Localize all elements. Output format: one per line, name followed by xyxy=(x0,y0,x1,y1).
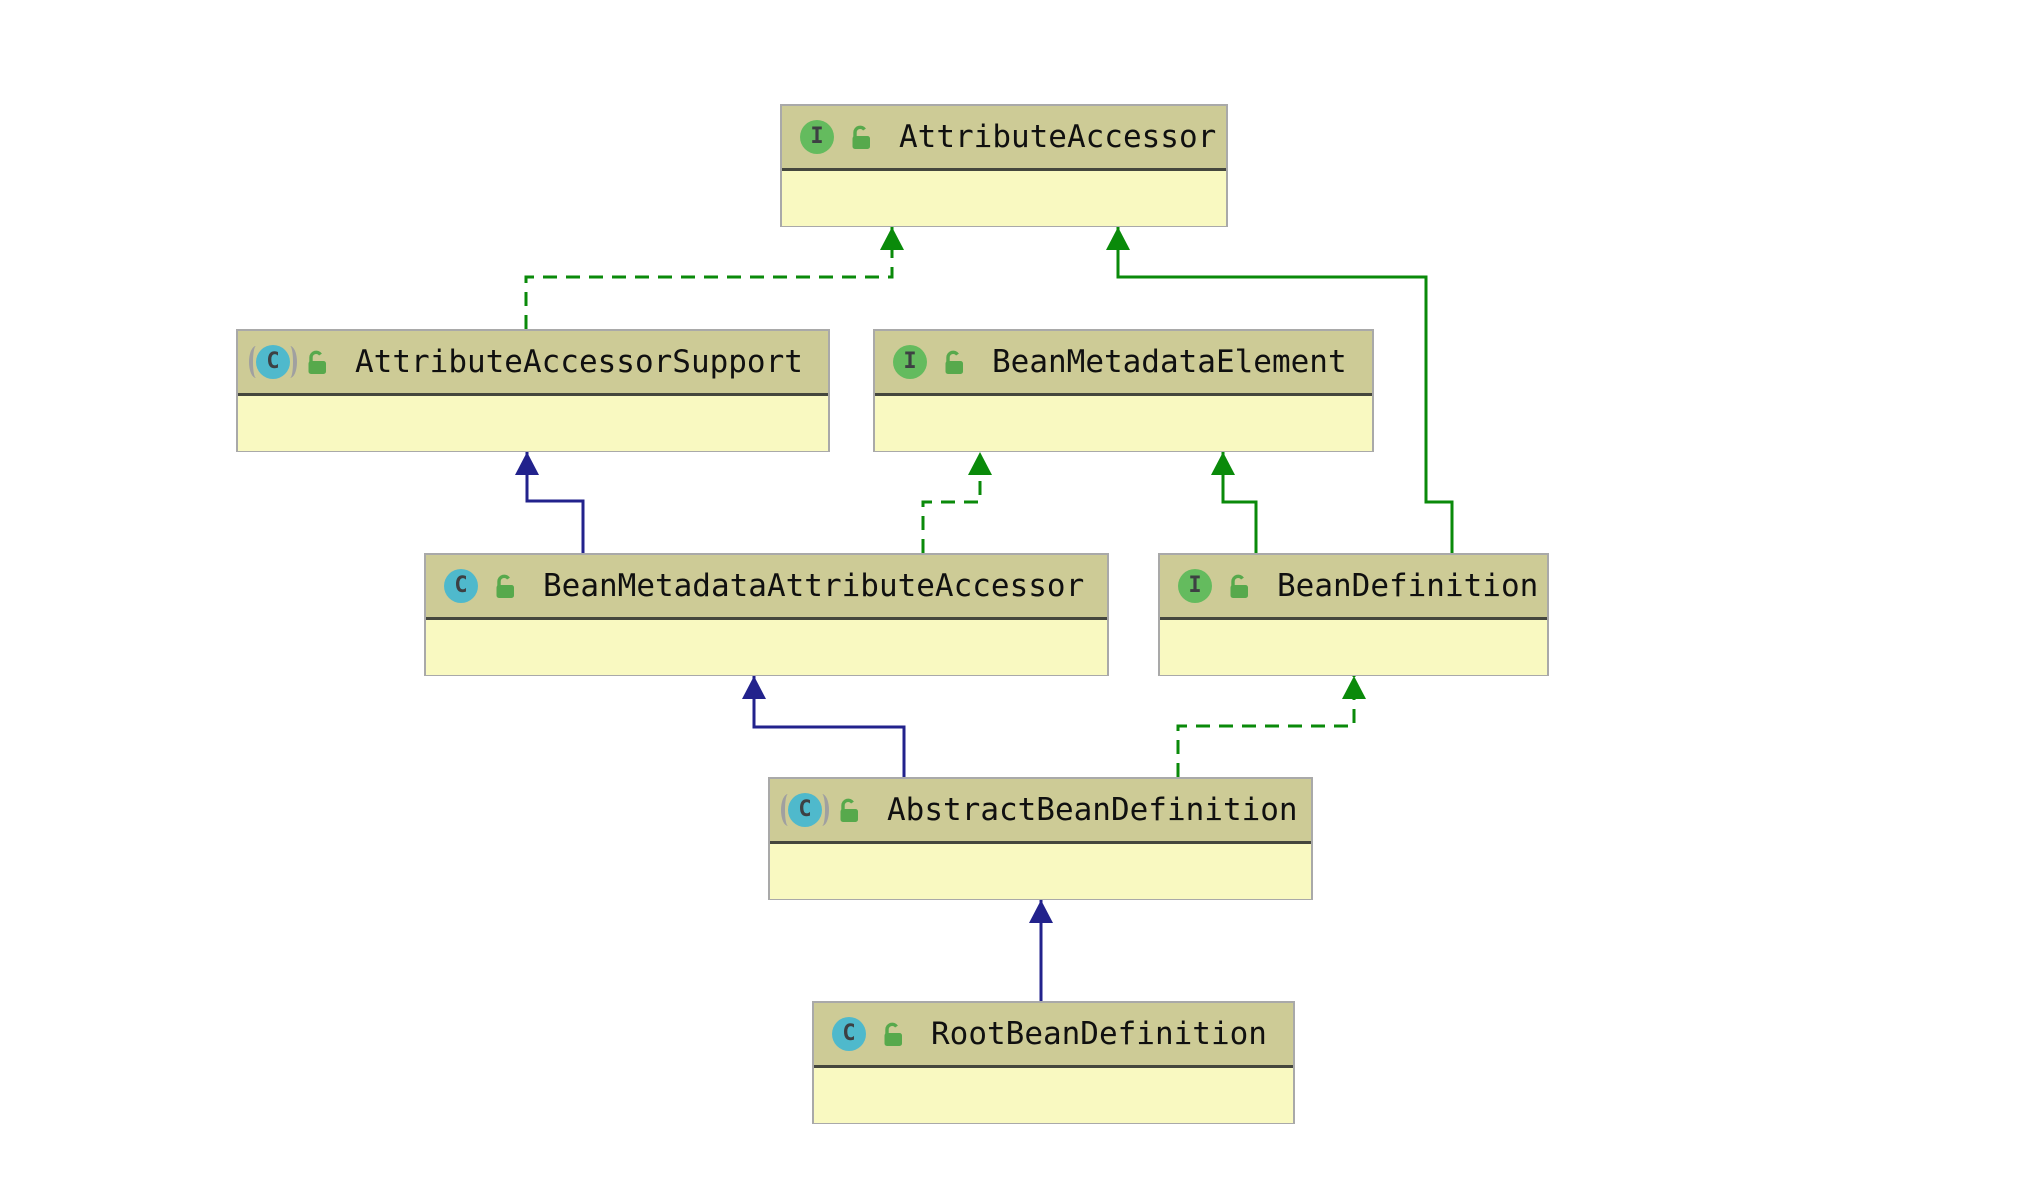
node-header[interactable]: I BeanDefinition xyxy=(1160,555,1547,620)
interface-circle: I xyxy=(800,120,834,154)
node-header[interactable]: C RootBeanDefinition xyxy=(814,1003,1293,1068)
public-lock-icon xyxy=(496,574,514,598)
class-node-beanmetadataelement[interactable]: I BeanMetadataElement xyxy=(873,329,1374,452)
public-lock-icon xyxy=(308,350,326,374)
node-title: BeanMetadataAttributeAccessor xyxy=(543,568,1085,604)
class-node-beanmetadataattributeaccessor[interactable]: C BeanMetadataAttributeAccessor xyxy=(424,553,1109,676)
arrowhead-implements-icon xyxy=(968,452,992,475)
arrowhead-extends-icon xyxy=(742,676,766,699)
edge-abstractbeandefinition-extends-beanmetadataattributeaccessor[interactable] xyxy=(752,676,906,777)
class-icon: C xyxy=(826,1014,872,1054)
class-circle: C xyxy=(832,1017,866,1051)
class-node-attributeaccessorsupport[interactable]: C AttributeAccessorSupport xyxy=(236,329,830,452)
node-title: AttributeAccessor xyxy=(899,119,1217,155)
node-body[interactable] xyxy=(770,844,1311,899)
abstract-paren-left xyxy=(781,794,795,826)
node-title: AttributeAccessorSupport xyxy=(355,344,803,380)
interface-circle: I xyxy=(893,345,927,379)
abstract-class-icon: C xyxy=(781,790,829,830)
arrowhead-implements-icon xyxy=(880,227,904,250)
abstract-class-icon: C xyxy=(249,342,297,382)
arrowhead-implements-icon xyxy=(1342,676,1366,699)
arrowhead-extends-icon xyxy=(1106,227,1130,250)
public-lock-icon xyxy=(1230,574,1248,598)
arrowhead-extends-icon xyxy=(1211,452,1235,475)
public-lock-icon xyxy=(884,1022,902,1046)
interface-circle: I xyxy=(1178,569,1212,603)
node-body[interactable] xyxy=(875,396,1372,451)
node-title: BeanMetadataElement xyxy=(992,344,1347,380)
node-header[interactable]: I AttributeAccessor xyxy=(782,106,1226,171)
arrowhead-extends-icon xyxy=(515,452,539,475)
node-body[interactable] xyxy=(238,396,828,451)
arrowhead-extends-icon xyxy=(1029,900,1053,923)
class-node-rootbeandefinition[interactable]: C RootBeanDefinition xyxy=(812,1001,1295,1124)
class-node-attributeaccessor[interactable]: I AttributeAccessor xyxy=(780,104,1228,227)
class-node-abstractbeandefinition[interactable]: C AbstractBeanDefinition xyxy=(768,777,1313,900)
node-title: BeanDefinition xyxy=(1277,568,1539,604)
public-lock-icon xyxy=(852,125,870,149)
node-title: RootBeanDefinition xyxy=(931,1016,1267,1052)
node-header[interactable]: C BeanMetadataAttributeAccessor xyxy=(426,555,1107,620)
node-body[interactable] xyxy=(782,171,1226,226)
node-header[interactable]: C AttributeAccessorSupport xyxy=(238,331,828,396)
class-circle: C xyxy=(444,569,478,603)
node-body[interactable] xyxy=(426,620,1107,675)
node-header[interactable]: I BeanMetadataElement xyxy=(875,331,1372,396)
edge-abstractbeandefinition-implements-beandefinition[interactable] xyxy=(1176,676,1356,777)
class-node-beandefinition[interactable]: I BeanDefinition xyxy=(1158,553,1549,676)
interface-icon: I xyxy=(887,342,933,382)
abstract-paren-left xyxy=(249,346,263,378)
edge-beandefinition-extends-beanmetadataelement[interactable] xyxy=(1221,452,1258,553)
node-body[interactable] xyxy=(1160,620,1547,675)
node-title: AbstractBeanDefinition xyxy=(887,792,1298,828)
edge-attributeaccessorsupport-implements-attributeaccessor[interactable] xyxy=(524,227,894,329)
public-lock-icon xyxy=(840,798,858,822)
interface-icon: I xyxy=(1172,566,1218,606)
node-header[interactable]: C AbstractBeanDefinition xyxy=(770,779,1311,844)
abstract-paren-right xyxy=(283,346,297,378)
edge-beanmetadataattributeaccessor-extends-attributeaccessorsupport[interactable] xyxy=(525,452,585,553)
node-body[interactable] xyxy=(814,1068,1293,1123)
abstract-paren-right xyxy=(815,794,829,826)
edge-beandefinition-extends-attributeaccessor[interactable] xyxy=(1116,227,1454,553)
public-lock-icon xyxy=(945,350,963,374)
edge-beanmetadataattributeaccessor-implements-beanmetadataelement[interactable] xyxy=(921,452,982,553)
interface-icon: I xyxy=(794,117,840,157)
class-icon: C xyxy=(438,566,484,606)
